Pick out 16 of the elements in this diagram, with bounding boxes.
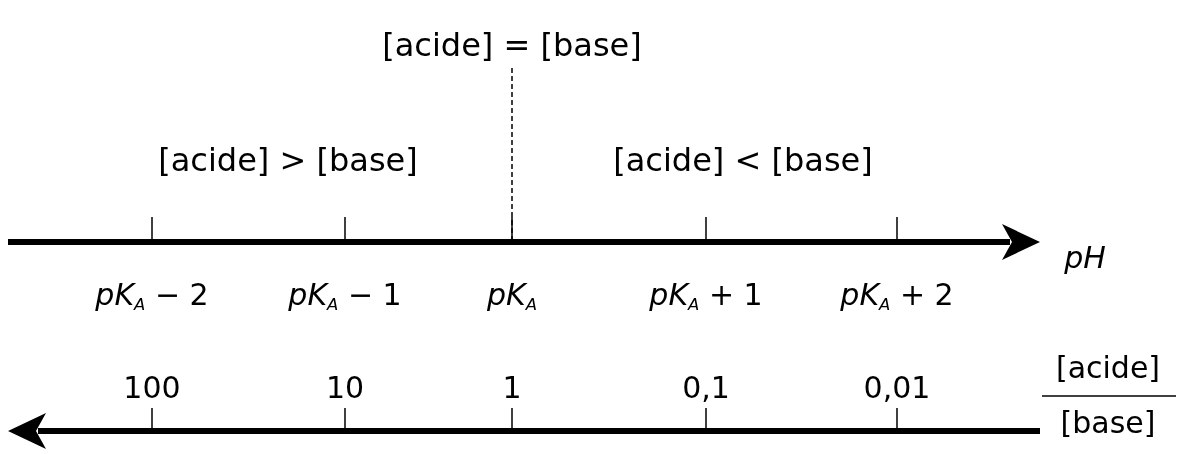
tick-label: 0,01 — [863, 373, 931, 403]
relation-text: [acide] < [base] — [613, 144, 873, 176]
tick-label: pK$_{A}$ − 1 — [288, 280, 402, 314]
fraction-denominator: [base] — [1060, 408, 1156, 438]
tick-label: 100 — [123, 373, 181, 403]
tick-label: 10 — [325, 373, 365, 403]
tick-label: pK$_{A}$ + 1 — [649, 280, 763, 314]
fraction-numerator: [acide] — [1055, 353, 1161, 383]
relation-text: [acide] > [base] — [158, 144, 418, 176]
tick-label: 0,1 — [682, 373, 730, 403]
axis-title: pH — [1064, 243, 1106, 273]
tick-label: 1 — [502, 373, 522, 403]
tick-label: pK$_{A}$ − 2 — [95, 280, 209, 314]
relation-text: [acide] = [base] — [382, 29, 642, 61]
tick-label: pK$_{A}$ — [487, 280, 537, 314]
tick-label: pK$_{A}$ + 2 — [840, 280, 954, 314]
